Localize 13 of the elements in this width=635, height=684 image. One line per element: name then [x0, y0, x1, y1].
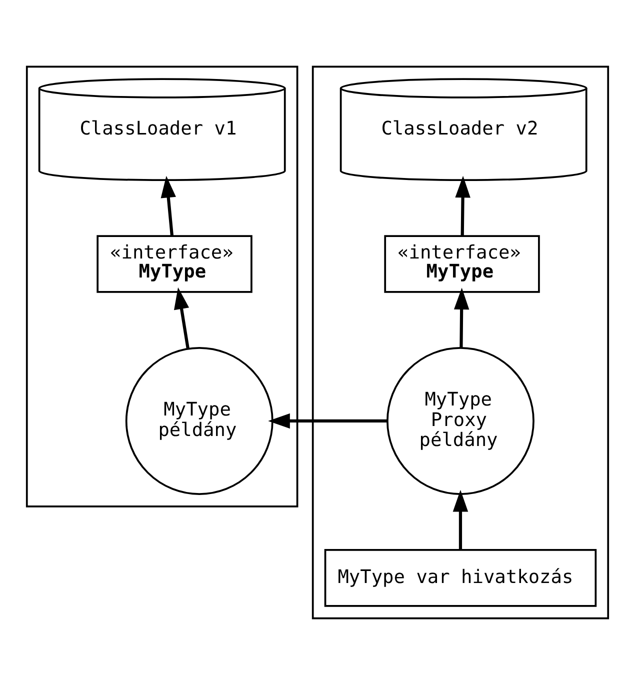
arrow [452, 489, 468, 550]
node-circle: MyType Proxy példány [386, 346, 534, 494]
node-box: «interface» MyType [384, 234, 540, 292]
cluster [312, 65, 610, 619]
cluster [26, 65, 298, 507]
arrow [268, 412, 388, 428]
node-box: MyType var hivatkozás [324, 548, 597, 606]
node-box: «interface» MyType [96, 234, 252, 292]
arrow [455, 175, 470, 236]
arrow [174, 286, 190, 349]
arrow [160, 175, 176, 236]
arrow [454, 287, 470, 348]
node-circle: MyType példány [125, 346, 274, 494]
